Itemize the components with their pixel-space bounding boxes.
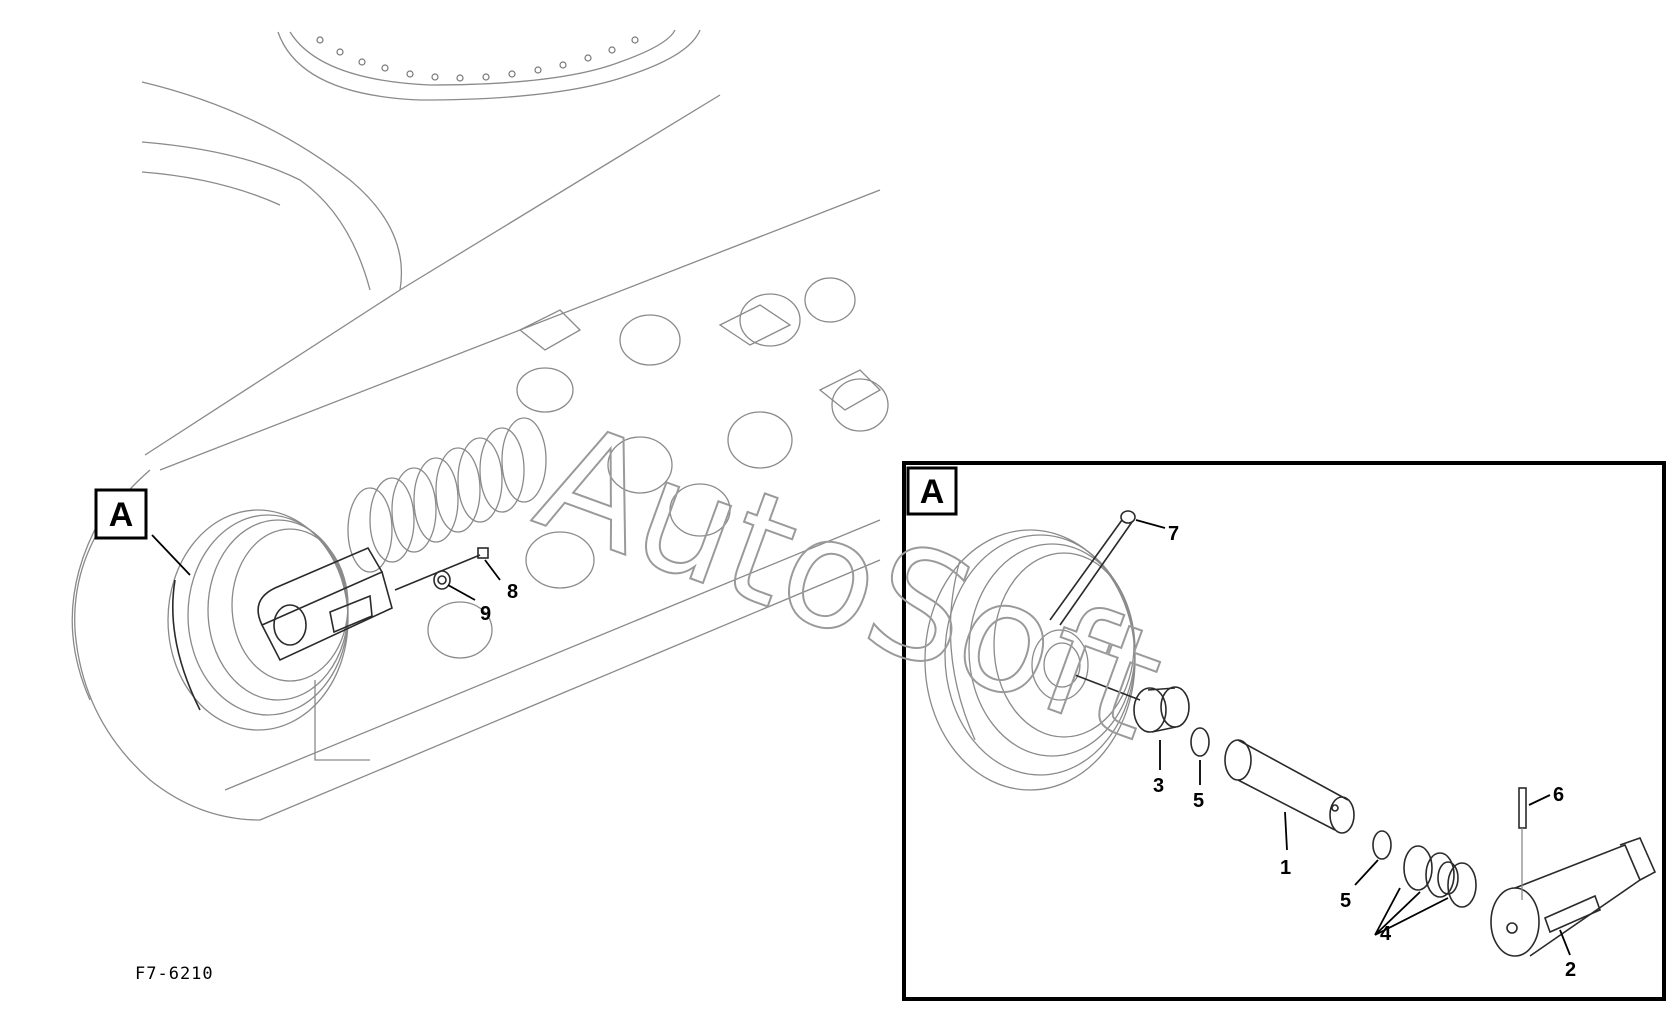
callout-7: 7 — [1168, 523, 1179, 545]
callout-2: 2 — [1565, 959, 1576, 981]
callout-7-leader — [1135, 519, 1166, 529]
callout-3: 3 — [1153, 775, 1164, 797]
car-body-frame — [141, 81, 881, 471]
overview-ref-leader — [151, 534, 191, 576]
detail-view-a: A — [902, 461, 1666, 1001]
plug-part-7 — [1049, 510, 1136, 626]
callout-5b: 5 — [1340, 890, 1351, 912]
track-rollers — [427, 277, 889, 659]
callout-5a: 5 — [1193, 790, 1204, 812]
idler-wheel-overview — [167, 509, 349, 731]
turntable-ring — [277, 29, 701, 101]
callout-9: 9 — [480, 603, 491, 625]
seal-part-4 — [1403, 845, 1477, 908]
undercarriage-overview — [71, 29, 889, 821]
overview-ref-box: A — [94, 488, 148, 540]
o-ring-part-5-upper — [1190, 727, 1210, 757]
callout-8-leader — [484, 559, 501, 581]
callout-1-leader — [1284, 811, 1288, 851]
shaft-part-1 — [1224, 739, 1355, 834]
figure-code: F7-6210 — [135, 964, 214, 984]
assembly-axis — [1074, 674, 1141, 701]
bolt-overview — [394, 547, 489, 591]
callout-2-leader — [1559, 929, 1571, 956]
callout-5b-leader — [1354, 859, 1379, 886]
idler-yoke-overview — [257, 546, 393, 761]
detail-ref-box: A — [906, 466, 958, 516]
o-ring-part-5-lower — [1372, 830, 1392, 860]
callout-6: 6 — [1553, 784, 1564, 806]
recoil-spring — [347, 417, 547, 573]
detail-ref-label: A — [920, 473, 945, 511]
overview-ref-label: A — [109, 496, 134, 534]
pin-part-6 — [1518, 787, 1527, 900]
callout-8: 8 — [507, 581, 518, 603]
idler-wheel-detail — [924, 529, 1136, 791]
callout-4: 4 — [1380, 923, 1392, 945]
track-frame — [71, 469, 881, 821]
bearing-block-part-2 — [1490, 837, 1657, 957]
callout-9-leader — [447, 584, 476, 601]
callout-6-leader — [1528, 794, 1551, 806]
callout-1: 1 — [1280, 857, 1291, 879]
callout-4-leader — [1374, 887, 1449, 936]
watermark: AutoSoft — [518, 390, 1183, 774]
bushing-part-3 — [1133, 686, 1190, 733]
